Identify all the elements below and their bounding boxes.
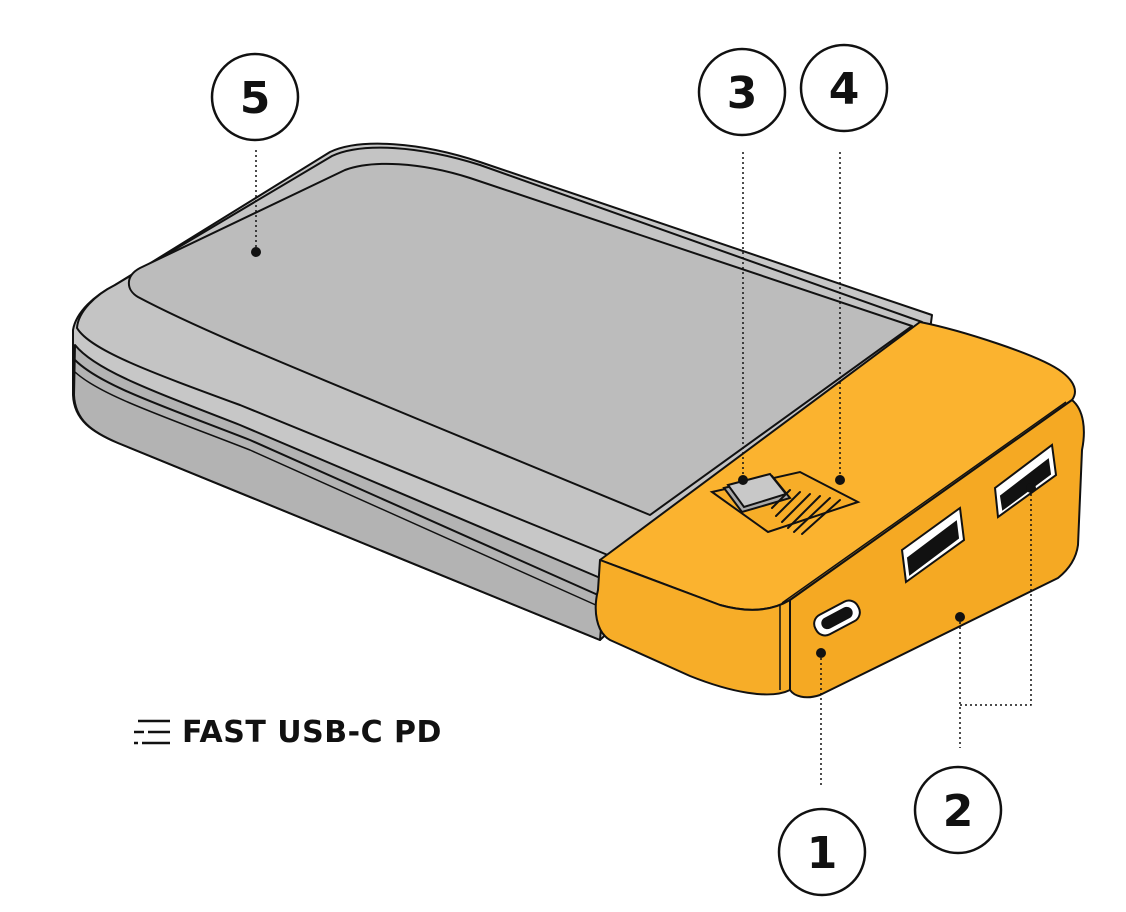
callout-4-number: 4: [829, 64, 860, 115]
dot-5: [251, 247, 261, 257]
callout-5: 5: [210, 52, 300, 142]
usb-a-port-2: [993, 443, 1058, 519]
vent-slot-3: [781, 493, 811, 523]
cap-bezel-2: [781, 401, 1067, 604]
vent-slot-2: [775, 491, 801, 517]
feature-label: FAST USB-C PD: [132, 712, 442, 752]
vent-slot-5: [793, 497, 831, 533]
callout-3: 3: [697, 47, 787, 137]
callout-1: 1: [777, 807, 867, 897]
usb-a-port-1: [900, 506, 966, 584]
vent-slot-1: [771, 489, 791, 509]
vent-slot-4: [787, 495, 821, 529]
callout-3-number: 3: [727, 68, 758, 119]
callout-3-circle: [697, 47, 787, 137]
callout-5-number: 5: [240, 73, 271, 124]
usb-c-port: [813, 599, 861, 637]
vent-grille: [771, 489, 841, 535]
callout-1-circle: [777, 807, 867, 897]
feature-text: FAST USB-C PD: [182, 714, 442, 750]
callout-1-number: 1: [807, 828, 838, 879]
dot-1: [816, 648, 826, 658]
usb-a-1-inner: [906, 520, 960, 576]
leader-dots: [251, 247, 1036, 658]
dot-4: [835, 475, 845, 485]
vent-slot-6: [801, 499, 841, 535]
usb-a-2-inner: [999, 458, 1052, 511]
usb-c-inner: [821, 606, 853, 630]
speed-lines-icon: [134, 719, 170, 745]
side-groove: [74, 359, 599, 596]
cap-front: [594, 559, 791, 696]
callout-4-circle: [799, 43, 889, 133]
callout-4: 4: [799, 43, 889, 133]
dot-3: [738, 475, 748, 485]
callout-2-circle: [913, 765, 1003, 855]
callout-2-number: 2: [943, 786, 974, 837]
dot-2b: [1026, 483, 1036, 493]
leader-2-branch: [960, 488, 1032, 706]
callout-2: 2: [913, 765, 1003, 855]
side-groove-2: [74, 371, 599, 607]
top-panel: [127, 162, 913, 516]
dot-2a: [955, 612, 965, 622]
side-band: [73, 344, 606, 641]
leader-lines: [255, 150, 1032, 788]
callout-5-circle: [210, 52, 300, 142]
